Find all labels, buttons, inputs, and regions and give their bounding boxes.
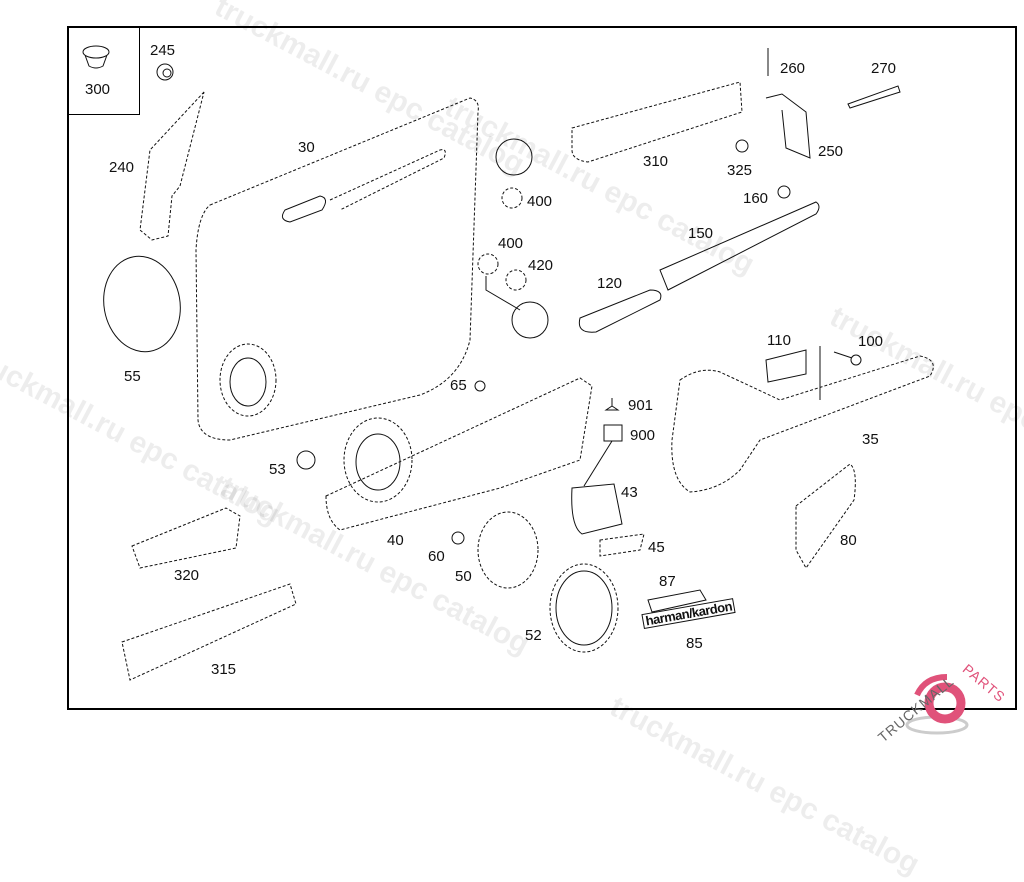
part-320-drawing: [131, 507, 241, 569]
part-label-55[interactable]: 55: [124, 368, 141, 385]
part-label-315[interactable]: 315: [211, 661, 237, 678]
part-60-drawing: [451, 531, 465, 545]
part-label-400[interactable]: 400: [498, 235, 524, 252]
drawing-stroke: [555, 570, 613, 646]
part-drawings: [82, 45, 934, 681]
drawing-stroke: [501, 187, 523, 209]
part-label-260[interactable]: 260: [780, 60, 806, 77]
part-250-drawing: [765, 93, 811, 159]
part-120-drawing: [578, 289, 662, 333]
part-35-drawing: [671, 355, 934, 493]
part-901-drawing: [604, 398, 620, 411]
drawing-stroke: [343, 417, 413, 503]
part-label-85[interactable]: 85: [686, 635, 703, 652]
part-110-drawing: [765, 349, 807, 383]
drawing-stroke: [495, 138, 533, 176]
part-label-900[interactable]: 900: [630, 427, 656, 444]
part-label-325[interactable]: 325: [727, 162, 753, 179]
part-label-87[interactable]: 87: [659, 573, 676, 590]
part-80-drawing: [795, 463, 856, 569]
part-label-320[interactable]: 320: [174, 567, 200, 584]
part-label-100[interactable]: 100: [858, 333, 884, 350]
part-label-35[interactable]: 35: [862, 431, 879, 448]
part-label-45[interactable]: 45: [648, 539, 665, 556]
part-270-drawing: [847, 85, 901, 109]
part-label-901[interactable]: 901: [628, 397, 654, 414]
part-240-drawing: [139, 91, 205, 241]
part-150-drawing: [659, 201, 820, 291]
part-160-drawing: [777, 185, 791, 199]
drawing-stroke: [505, 269, 527, 291]
part-300-drawing: [82, 45, 110, 69]
drawing-stroke: [355, 433, 401, 491]
part-label-310[interactable]: 310: [643, 153, 669, 170]
drawing-stroke: [583, 440, 613, 487]
part-label-30[interactable]: 30: [298, 139, 315, 156]
part-900-drawing: [603, 424, 623, 442]
part-100-drawing: [850, 354, 862, 366]
part-325-drawing: [735, 139, 749, 153]
part-87-drawing: [647, 589, 707, 613]
part-52-drawing: [549, 563, 619, 653]
part-label-40[interactable]: 40: [387, 532, 404, 549]
part-30-drawing: [195, 97, 479, 441]
part-315-drawing: [121, 583, 297, 681]
part-65-drawing: [474, 380, 486, 392]
drawing-stroke: [229, 357, 267, 407]
drawing-stroke: [82, 45, 110, 59]
part-label-120[interactable]: 120: [597, 275, 623, 292]
part-label-60[interactable]: 60: [428, 548, 445, 565]
drawing-stroke: [485, 276, 521, 311]
part-label-43[interactable]: 43: [621, 484, 638, 501]
part-label-65[interactable]: 65: [450, 377, 467, 394]
part-label-52[interactable]: 52: [525, 627, 542, 644]
part-label-420[interactable]: 420: [528, 257, 554, 274]
part-310-drawing: [571, 81, 743, 163]
part-50-drawing: [477, 511, 539, 589]
part-43-drawing: [571, 483, 623, 535]
truckmall-parts-logo: TRUCKMALL PARTS: [855, 655, 1023, 750]
part-label-150[interactable]: 150: [688, 225, 714, 242]
drawing-stroke: [219, 343, 277, 417]
drawing-stroke: [281, 195, 326, 223]
part-label-110[interactable]: 110: [767, 332, 791, 349]
part-label-80[interactable]: 80: [840, 532, 857, 549]
diagram-frame: [67, 26, 1017, 710]
drawing-stroke: [162, 68, 172, 78]
part-45-drawing: [599, 533, 645, 557]
part-53-drawing: [296, 450, 316, 470]
part-label-50[interactable]: 50: [455, 568, 472, 585]
part-label-240[interactable]: 240: [109, 159, 135, 176]
part-label-250[interactable]: 250: [818, 143, 844, 160]
drawing-stroke: [477, 253, 499, 275]
part-label-270[interactable]: 270: [871, 60, 897, 77]
part-40-drawing: [325, 377, 593, 531]
drawing-stroke: [833, 351, 853, 359]
part-label-300[interactable]: 300: [85, 81, 111, 98]
drawing-stroke: [156, 63, 174, 81]
inset-box: [67, 26, 140, 115]
drawing-stroke: [329, 149, 446, 211]
part-label-53[interactable]: 53: [269, 461, 286, 478]
part-245-drawing: [156, 63, 174, 81]
drawing-stroke: [84, 54, 108, 69]
drawing-stroke: [511, 301, 549, 339]
gear-icon: [905, 674, 969, 735]
part-55-drawing: [103, 255, 181, 353]
part-label-400[interactable]: 400: [527, 193, 553, 210]
part-label-245[interactable]: 245: [150, 42, 176, 59]
part-label-160[interactable]: 160: [743, 190, 769, 207]
